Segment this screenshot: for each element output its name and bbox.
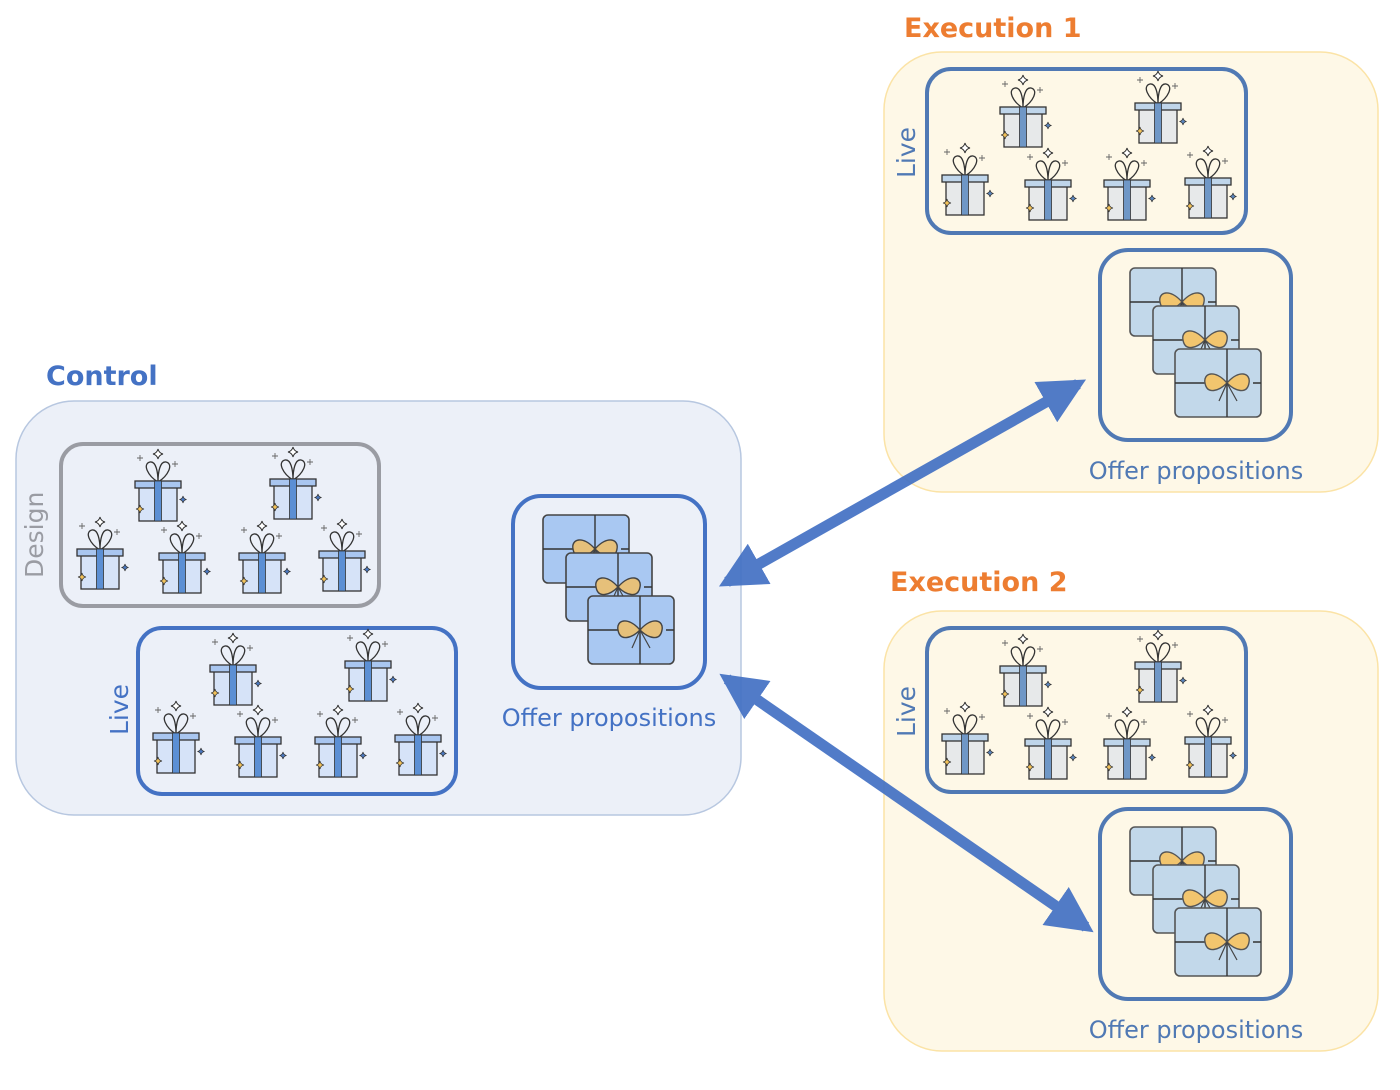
arrow-control-to-execution-2[interactable] <box>719 673 1094 933</box>
connections <box>718 379 1094 933</box>
control-title: Control <box>46 361 158 392</box>
design-box[interactable] <box>59 442 381 608</box>
execution-1-offer-box[interactable] <box>1098 248 1293 442</box>
design-label: Design <box>20 492 49 578</box>
gift-card-icon <box>587 595 675 665</box>
gift-card-icon <box>1174 907 1262 977</box>
control-live-box[interactable] <box>136 626 458 796</box>
arrow-control-to-execution-1[interactable] <box>718 379 1087 587</box>
execution-1-offer-label: Offer propositions <box>1089 457 1304 485</box>
gift-card-icon <box>1174 348 1262 418</box>
execution-1-live-label: Live <box>892 127 921 178</box>
execution-2-group: Execution 2 Live Offer propositions <box>883 567 1379 1052</box>
execution-1-group: Execution 1 Live Offer propositions <box>883 13 1379 493</box>
control-offer-label: Offer propositions <box>502 704 717 732</box>
execution-1-live-box[interactable] <box>925 67 1248 235</box>
control-group: Control Design Live <box>15 361 742 816</box>
control-offer-box[interactable] <box>511 494 707 690</box>
execution-2-live-label: Live <box>892 686 921 737</box>
control-live-label: Live <box>105 684 134 735</box>
execution-2-offer-label: Offer propositions <box>1089 1016 1304 1044</box>
execution-2-title: Execution 2 <box>890 567 1068 598</box>
execution-1-title: Execution 1 <box>904 13 1082 44</box>
execution-2-offer-box[interactable] <box>1098 807 1293 1001</box>
control-panel <box>15 400 742 816</box>
